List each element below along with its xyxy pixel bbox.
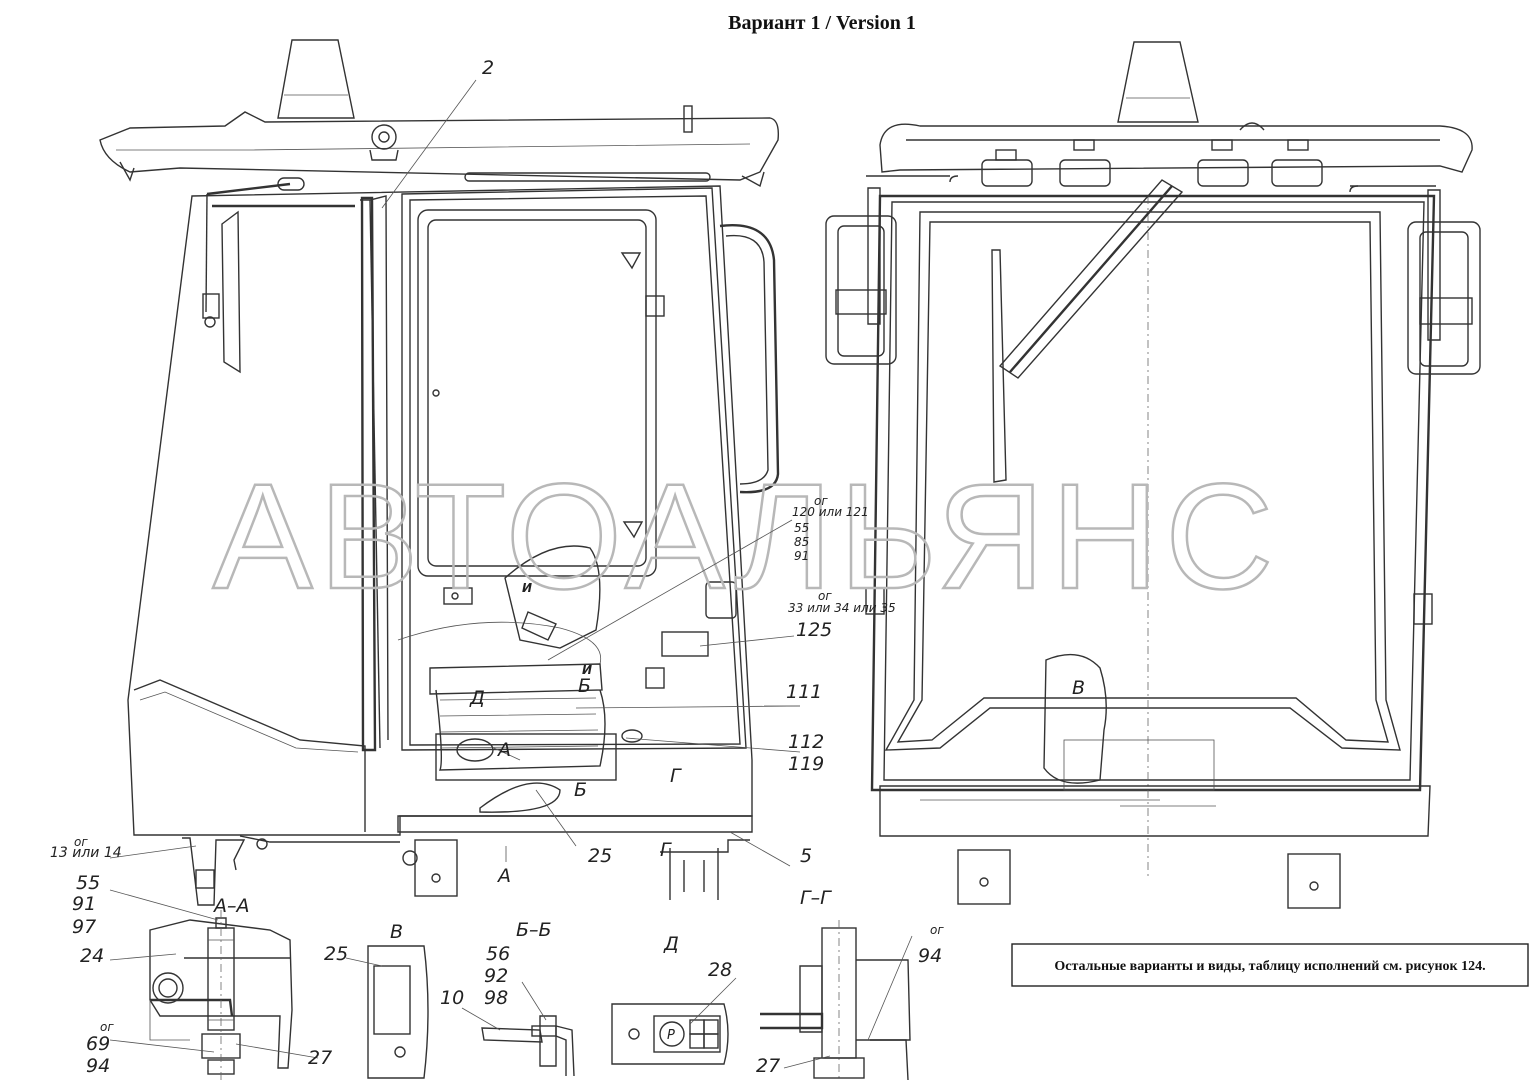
callout-25: 25 [588, 845, 612, 867]
callout-119: 119 [788, 753, 824, 775]
detail-bb-98: 98 [484, 987, 508, 1009]
detail-aa-69: 69 [86, 1033, 110, 1055]
section-mark-g-lower: Г [660, 839, 672, 861]
callout-og-2: ог [818, 589, 832, 603]
section-mark-i-2: И [582, 663, 592, 677]
callout-55: 55 [794, 521, 809, 535]
callout-125: 125 [796, 619, 832, 641]
detail-bb-56: 56 [486, 943, 510, 965]
section-mark-b: Б [578, 675, 591, 697]
detail-d-title: Д [663, 933, 679, 955]
detail-d-p: P [667, 1028, 675, 1043]
callout-og-3: ог [74, 835, 88, 849]
detail-gg-27: 27 [756, 1055, 780, 1077]
detail-v-title: В [390, 921, 403, 943]
detail-gg [760, 920, 913, 1081]
section-mark-a-lower: А [496, 865, 511, 887]
callout-og-1: ог [814, 494, 828, 508]
detail-v-25: 25 [324, 943, 348, 965]
callout-2: 2 [482, 57, 494, 79]
section-mark-d: Д [469, 687, 485, 709]
callout-85: 85 [794, 535, 809, 549]
section-mark-i-1: И [522, 581, 532, 595]
note-box [1011, 943, 1529, 987]
detail-gg-94: 94 [918, 945, 942, 967]
detail-bb-10: 10 [440, 987, 464, 1009]
detail-aa-55: 55 [76, 872, 100, 894]
detail-bb-title: Б–Б [516, 919, 552, 941]
detail-aa [109, 889, 319, 1080]
section-mark-b-lower: Б [574, 779, 587, 801]
callout-120: 120 или 121 [792, 505, 869, 519]
section-mark-g: Г [670, 765, 682, 787]
detail-gg-og: ог [930, 923, 944, 937]
front-view [825, 41, 1481, 909]
detail-aa-og: ог [100, 1020, 114, 1034]
drawing-title: Вариант 1 / Version 1 [728, 12, 916, 34]
leader-lines [109, 79, 801, 867]
detail-bb [461, 981, 575, 1077]
detail-aa-24: 24 [80, 945, 104, 967]
detail-gg-title: Г–Г [800, 887, 832, 909]
callout-33: 33 или 34 или 35 [788, 601, 896, 615]
detail-v [345, 945, 429, 1079]
detail-aa-27: 27 [308, 1047, 332, 1069]
note-text: Остальные варианты и виды, таблицу испол… [1054, 959, 1485, 974]
callout-13: 13 или 14 [50, 845, 122, 861]
detail-d-28: 28 [708, 959, 732, 981]
callout-111: 111 [786, 681, 822, 703]
callout-91: 91 [794, 549, 809, 563]
detail-d [611, 977, 737, 1065]
detail-aa-title: А–А [212, 895, 250, 917]
detail-aa-91: 91 [72, 893, 96, 915]
callout-5: 5 [800, 845, 812, 867]
detail-aa-94: 94 [86, 1055, 110, 1077]
callout-112: 112 [788, 731, 824, 753]
section-mark-a: А [496, 739, 511, 761]
detail-bb-92: 92 [484, 965, 508, 987]
watermark: АВТОАЛЬЯНС [213, 452, 1280, 620]
detail-aa-97: 97 [72, 916, 96, 938]
view-mark-v: В [1072, 677, 1085, 699]
